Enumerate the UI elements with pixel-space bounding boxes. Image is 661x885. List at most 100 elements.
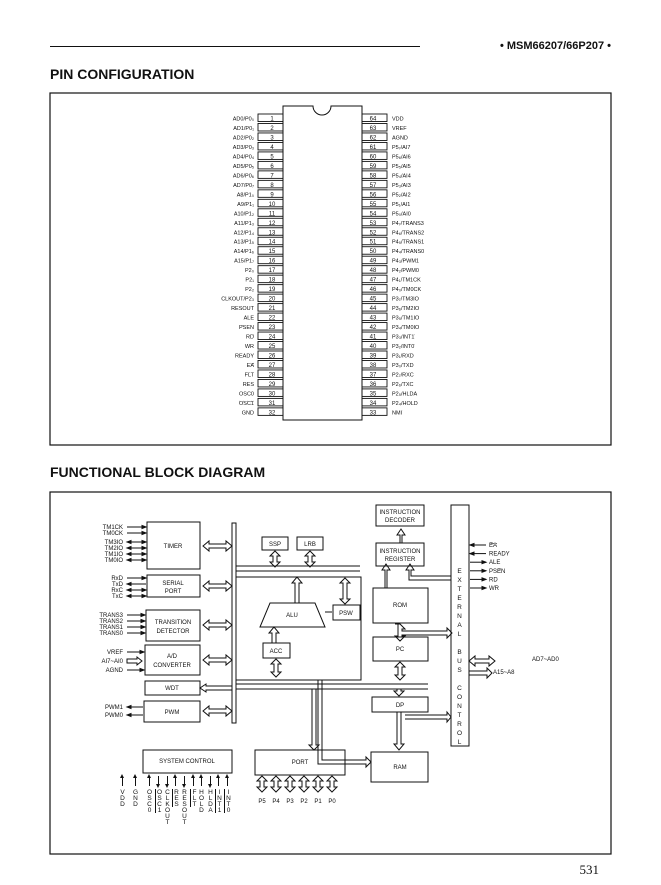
pin-box [257,388,284,397]
label-text: P2₅/HLDA [392,391,417,397]
pin-box [257,151,284,160]
pin-label: P4₆/TRANS2 [392,230,424,236]
label-text: P5₀/AI0 [392,211,411,217]
signal-pwm0: PWM0 [105,713,124,719]
label-overlined-text: RES [243,382,255,388]
label-overlined-text: EA [247,363,255,369]
pin-box [361,397,388,407]
pc-block [372,636,429,662]
pin-number: 43 [370,316,377,322]
label-text: P2₂ [245,287,254,293]
arrow-head [141,587,148,593]
label-text: P5₄/AI4 [392,173,411,179]
port-p4: P4 [272,799,280,805]
pin-box [361,189,388,198]
pin-number: 38 [370,363,377,369]
pin-label: OSC1 [239,401,254,407]
pin-number: 55 [370,202,377,208]
pin-box [257,284,284,293]
label-overlined-text: PSEN [239,325,254,331]
pin-label: P3₁/RXD [392,354,414,360]
pin-number: 36 [370,382,377,388]
label-text: ALE [489,560,500,566]
arrow-head [139,649,146,655]
pin-label: A8/P1₀ [237,192,254,198]
arrow-head [125,704,132,710]
pin-label: ALE [244,316,255,322]
port-arrow [311,775,325,793]
label-text: A9/P1₁ [237,202,254,208]
arrow-head [125,712,132,718]
label-text: P3₃/ [392,335,403,341]
pin-box [257,160,284,170]
pin-label: AD5/P0₅ [233,164,254,170]
system-control-label: SYSTEM CONTROL [159,759,215,765]
pin-label: P2₇/RXC [392,372,414,378]
pin-number: 17 [269,268,276,274]
arrow-head [191,774,195,778]
arrow-head [481,568,488,574]
ssp-block [261,536,289,551]
pin-box [361,274,388,284]
signal-arrow [193,776,194,786]
port-arrows [255,775,339,793]
transition-detector-block [145,609,201,642]
signal-tm1io: TM1IO [105,552,124,558]
pin-box [257,293,284,303]
label-text: P5₁/AI1 [392,202,410,208]
pin-number: 23 [269,325,276,331]
timer-block [146,521,201,570]
header-title: • MSM66207/66P207 • [499,40,611,52]
serial-label-2: PORT [165,589,182,595]
pin-label: P3₇/TM3IO [392,297,420,303]
label-text: P5₇/AI7 [392,145,410,151]
signal-rxd: RxD [111,576,123,582]
pin-box [361,331,388,340]
pin-label: A14/P1₆ [234,249,254,255]
signal-tm1ck: TM1CK [103,525,123,531]
pin-label: EA [489,543,497,549]
pin-number: 1 [270,117,274,123]
pin-label: P3₆/TM2IO [392,306,420,312]
signal-arrow [210,776,211,786]
pin-label: A13/P1₅ [234,240,254,246]
pin-label: A10/P1₂ [234,211,254,217]
signal-arrow [122,776,123,786]
arrow-head [468,542,475,548]
pin-number: 60 [370,154,377,160]
pin-60: 60 P5₆/AI6 [361,151,411,160]
pin-label: P4₁/TM1CK [392,278,421,284]
pin-number: 46 [370,287,377,293]
pin-number: 31 [269,401,276,407]
signal-trans0: TRANS0 [99,631,123,637]
pin-label: P5₄/AI4 [392,173,411,179]
pin-box [257,303,284,312]
signal-txc: TxC [112,594,124,600]
pin-label: AD7/P0₇ [233,183,254,189]
dp-label: DP [396,703,404,709]
label-text: OSC0 [239,391,254,397]
block-labels: TIMER SERIAL PORT TRANSITION DETECTOR A/… [153,510,559,771]
signal-int0: INT0 [224,789,232,813]
pin-label: PSEN [489,569,505,575]
pin-box [361,293,388,303]
signal-resout: RESOUT [181,789,188,825]
pin-box [361,208,388,217]
pin-label: A11/P1₃ [234,221,254,227]
pin-number: 12 [269,221,276,227]
pin-label: P5₆/AI6 [392,154,411,160]
